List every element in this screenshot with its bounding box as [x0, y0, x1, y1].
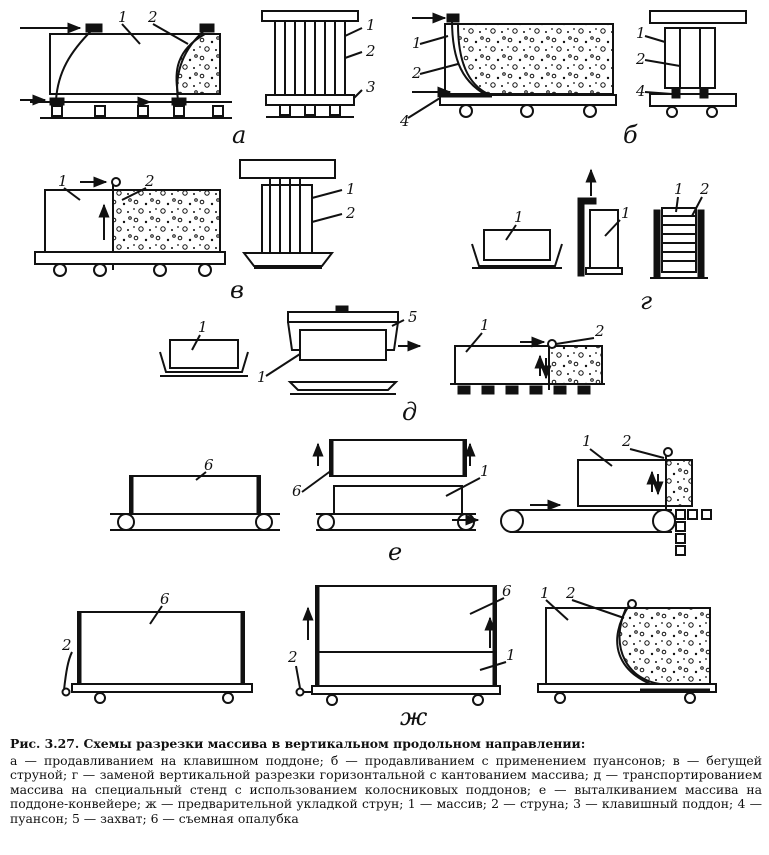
scheme-b-side-num-1: 1: [636, 24, 646, 42]
scheme-v-label: в: [230, 276, 244, 304]
scheme-v-num-2: 2: [144, 172, 155, 190]
scheme-e-conv-num-1: 1: [582, 432, 592, 450]
scheme-e-label: е: [388, 538, 402, 566]
scheme-a-side-num-2: 2: [365, 42, 376, 60]
scheme-d-stand-num-2: 2: [594, 322, 605, 340]
scheme-a-string-left: [55, 29, 93, 101]
scheme-g-stack-num-1: 1: [674, 180, 684, 198]
scheme-a-side-num-1: 1: [366, 16, 376, 34]
scheme-a: 1 2 1 2 3 а: [20, 8, 376, 149]
scheme-d-label: д: [402, 398, 417, 426]
scheme-d-cut-part: [548, 345, 603, 385]
scheme-d-grip-num-1: 1: [257, 368, 267, 386]
scheme-a-cut-part: [175, 33, 221, 95]
scheme-b-num-2: 2: [411, 64, 422, 82]
scheme-zh-num-6: 6: [160, 590, 170, 608]
scheme-zh-cut-num-2: 2: [565, 584, 576, 602]
scheme-zh-lift-num-6: 6: [502, 582, 512, 600]
caption-title: Рис. 3.27. Схемы разрезки массива в верт…: [10, 736, 586, 751]
scheme-g: 1 1 1 2 г: [471, 168, 710, 315]
scheme-v: 1 2 1 2 в: [34, 159, 356, 304]
scheme-b-string: [451, 19, 493, 99]
scheme-d-stand-num-1: 1: [480, 316, 490, 334]
scheme-a-num-1: 1: [118, 8, 128, 26]
scheme-e-lift-num-1: 1: [480, 462, 490, 480]
scheme-e-conv-num-2: 2: [621, 432, 632, 450]
scheme-g-stack-num-2: 2: [699, 180, 710, 198]
scheme-e-lift-num-6: 6: [292, 482, 302, 500]
scheme-a-label: а: [232, 121, 246, 149]
scheme-g-label: г: [640, 287, 652, 315]
scheme-v-side-num-1: 1: [346, 180, 356, 198]
scheme-b-side-num-2: 2: [635, 50, 646, 68]
scheme-a-num-2: 2: [147, 8, 158, 26]
scheme-zh-num-2: 2: [61, 636, 72, 654]
scheme-g-tipped-num-1: 1: [621, 204, 631, 222]
scheme-d: 1 5 1 1 2 д: [159, 305, 605, 426]
scheme-zh-cut-num-1: 1: [540, 584, 550, 602]
caption-legend: а — продавливанием на клавишном поддоне;…: [10, 752, 762, 826]
scheme-zh-label: ж: [400, 703, 428, 731]
figure-caption: Рис. 3.27. Схемы разрезки массива в верт…: [10, 736, 762, 827]
scheme-b-num-4: 4: [399, 112, 410, 130]
scheme-zh-lift-num-2: 2: [287, 648, 298, 666]
scheme-b: 1 2 4 1 2 4 б: [399, 10, 747, 149]
scheme-zh-lift-num-1: 1: [506, 646, 516, 664]
scheme-d-num-5: 5: [408, 308, 418, 326]
scheme-v-num-1: 1: [58, 172, 68, 190]
scheme-b-side-num-4: 4: [635, 82, 646, 100]
scheme-v-side-num-2: 2: [345, 204, 356, 222]
scheme-v-cut-part: [112, 189, 221, 253]
scheme-a-string-right: [176, 29, 206, 101]
scheme-zh: 6 2 6 2 1 1 2 ж: [61, 582, 717, 731]
scheme-a-side-num-3: 3: [366, 78, 376, 96]
scheme-b-cut-part: [456, 23, 614, 95]
cutting-schemes-diagram: 1 2 1 2 3 а 1: [20, 8, 747, 731]
scheme-d-num-1: 1: [198, 318, 208, 336]
scheme-b-label: б: [623, 121, 638, 149]
scheme-g-num-1: 1: [514, 208, 524, 226]
scheme-e-num-6: 6: [204, 456, 214, 474]
scheme-e: 6 6 1 1 2: [110, 432, 712, 566]
scheme-e-cut-part: [665, 459, 693, 507]
scheme-b-num-1: 1: [412, 34, 422, 52]
